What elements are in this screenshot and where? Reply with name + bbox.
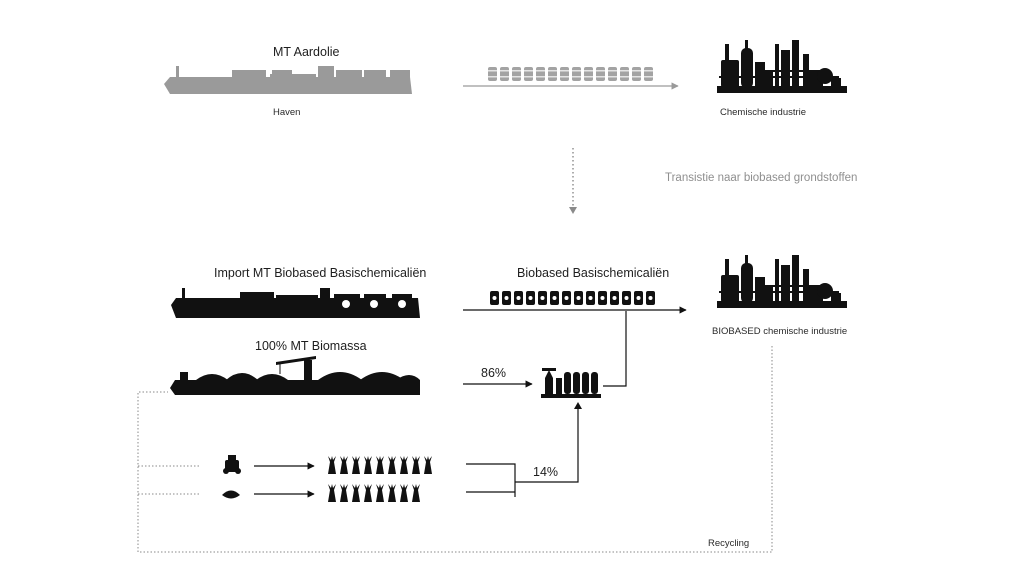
biobased-chemicals-label: Biobased Basischemicaliën: [517, 266, 670, 280]
plant-output-line: [603, 311, 627, 387]
transition-label: Transistie naar biobased grondstoffen: [665, 172, 858, 184]
oil-tanker-label: MT Aardolie: [273, 45, 340, 59]
recycling-label: Recycling: [708, 538, 750, 549]
biomass-ship-icon: [170, 356, 420, 395]
chemical-industry-label: Chemische industrie: [720, 107, 807, 118]
biobased-tanker-icon: [171, 288, 420, 318]
tractor-icon: [223, 455, 241, 474]
biomass-label: 100% MT Biomassa: [255, 339, 367, 353]
transition-arrowhead: [569, 207, 577, 214]
local-merge-lines: [466, 407, 579, 497]
recycling-loop: [137, 346, 773, 553]
biobased-refinery-icon: [717, 255, 847, 308]
conversion-plant-icon: [541, 368, 601, 398]
crops-row-1-icon: [328, 456, 432, 474]
share-86-label: 86%: [481, 366, 507, 380]
share-14-label: 14%: [533, 465, 559, 479]
crops-row-2-icon: [328, 484, 420, 502]
biobased-industry-label: BIOBASED chemische industrie: [712, 326, 848, 337]
local-arrowhead: [574, 402, 582, 409]
biobased-barrels-icon: [490, 291, 655, 305]
oil-barrels-icon: [487, 67, 654, 81]
port-label: Haven: [273, 107, 301, 118]
leaf-icon: [222, 490, 240, 499]
refinery-icon: [717, 40, 847, 93]
oil-tanker-icon: [164, 66, 412, 94]
import-label: Import MT Biobased Basischemicaliën: [214, 266, 427, 280]
